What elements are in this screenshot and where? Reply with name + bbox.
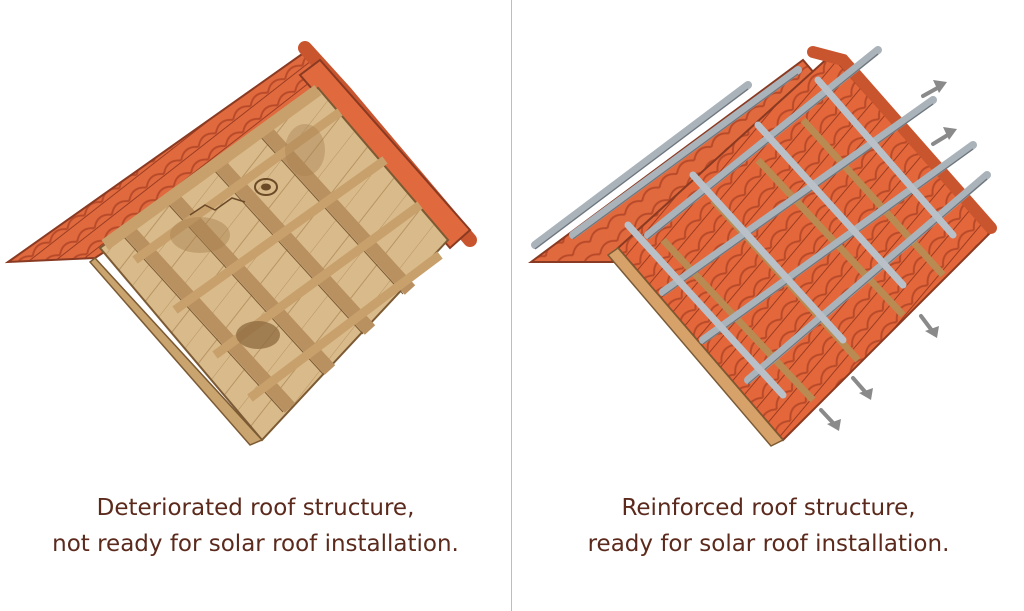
rafters (124, 125, 416, 413)
water-stain (170, 217, 230, 253)
steel-cross-rails (624, 76, 957, 399)
right-panel: Reinforced roof structure, ready for sol… (513, 0, 1024, 611)
right-caption-line1: Reinforced roof structure, (621, 495, 916, 521)
insect-damage (254, 178, 278, 196)
left-caption-line2: not ready for solar roof installation. (52, 531, 459, 557)
deteriorated-roof-illustration (4, 41, 477, 446)
left-caption: Deteriorated roof structure, not ready f… (0, 490, 511, 562)
left-caption-line1: Deteriorated roof structure, (96, 495, 415, 521)
right-caption-line2: ready for solar roof installation. (587, 531, 950, 557)
gable-end (606, 246, 785, 447)
reinforced-roof-illustration (527, 46, 997, 447)
wood-crack (189, 197, 246, 216)
right-caption: Reinforced roof structure, ready for sol… (513, 490, 1024, 562)
gable-end (88, 256, 264, 446)
steel-rails (531, 46, 991, 384)
left-panel: Deteriorated roof structure, not ready f… (0, 0, 511, 611)
right-tile-edge (298, 58, 472, 250)
water-stain (236, 321, 280, 349)
load-arrows (819, 80, 957, 431)
ridge-beam (101, 85, 322, 250)
water-stain (285, 124, 325, 176)
panel-divider (511, 0, 512, 611)
